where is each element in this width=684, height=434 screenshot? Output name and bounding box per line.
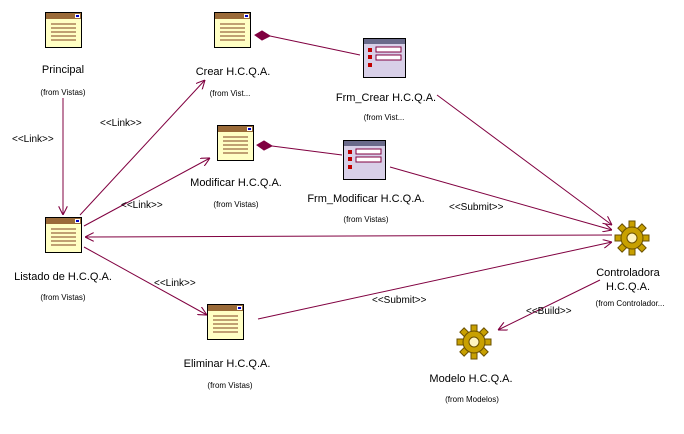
stereotype-link-listado-modificar: <<Link>> xyxy=(121,200,163,211)
crear-package: (from Vist... xyxy=(209,89,251,98)
stereotype-link-listado-eliminar: <<Link>> xyxy=(154,278,196,289)
stereotype-link-principal-listado: <<Link>> xyxy=(12,134,54,145)
edge-frm-modificar-controladora xyxy=(389,166,612,230)
edge-listado-controladora xyxy=(85,235,613,237)
frm-modificar-label: Frm_Modificar H.C.Q.A. xyxy=(307,193,425,205)
edge-eliminar-controladora xyxy=(257,242,612,320)
frm-crear-html-form-icon[interactable] xyxy=(363,38,406,83)
edge-frm-crear-controladora xyxy=(436,94,612,225)
stereotype-submit-frm-modificar: <<Submit>> xyxy=(449,202,504,213)
stereotype-submit-eliminar: <<Submit>> xyxy=(372,295,427,306)
principal-package: (from Vistas) xyxy=(40,88,86,97)
edge-listado-crear xyxy=(79,80,205,216)
edge-modificar-frm-modificar xyxy=(271,145,343,156)
controladora-label-line1: Controladora xyxy=(596,267,660,279)
modelo-label: Modelo H.C.Q.A. xyxy=(429,373,513,385)
listado-label: Listado de H.C.Q.A. xyxy=(14,271,112,283)
eliminar-label: Eliminar H.C.Q.A. xyxy=(183,358,271,370)
frm-modificar-html-form-icon[interactable] xyxy=(343,140,386,185)
listado-package: (from Vistas) xyxy=(40,293,86,302)
eliminar-package: (from Vistas) xyxy=(207,381,253,390)
listado-server-page-icon[interactable] xyxy=(45,217,82,258)
edge-controladora-modelo xyxy=(498,279,601,330)
modelo-package: (from Modelos) xyxy=(445,395,499,404)
modificar-server-page-icon[interactable] xyxy=(217,125,254,166)
modificar-label: Modificar H.C.Q.A. xyxy=(190,177,282,189)
aggregation-diamond xyxy=(256,140,274,151)
controladora-gear-icon[interactable] xyxy=(614,220,650,261)
edge-crear-frm-crear xyxy=(269,35,361,56)
principal-label: Principal xyxy=(41,64,85,76)
aggregation-diamond xyxy=(254,30,272,41)
stereotype-link-listado-crear: <<Link>> xyxy=(100,118,142,129)
eliminar-server-page-icon[interactable] xyxy=(207,304,244,345)
stereotype-build-controladora-modelo: <<Build>> xyxy=(526,306,572,317)
crear-server-page-icon[interactable] xyxy=(214,12,251,53)
frm-modificar-package: (from Vistas) xyxy=(343,215,389,224)
edge-listado-modificar xyxy=(83,158,210,227)
controladora-package: (from Controlador... xyxy=(595,299,665,308)
modificar-package: (from Vistas) xyxy=(213,200,259,209)
principal-server-page-icon[interactable] xyxy=(45,12,82,53)
modelo-gear-icon[interactable] xyxy=(456,324,492,365)
crear-label: Crear H.C.Q.A. xyxy=(195,66,271,78)
frm-crear-package: (from Vist... xyxy=(363,113,405,122)
frm-crear-label: Frm_Crear H.C.Q.A. xyxy=(335,92,437,104)
controladora-label-line2: H.C.Q.A. xyxy=(605,281,651,293)
edge-listado-eliminar xyxy=(83,246,207,315)
